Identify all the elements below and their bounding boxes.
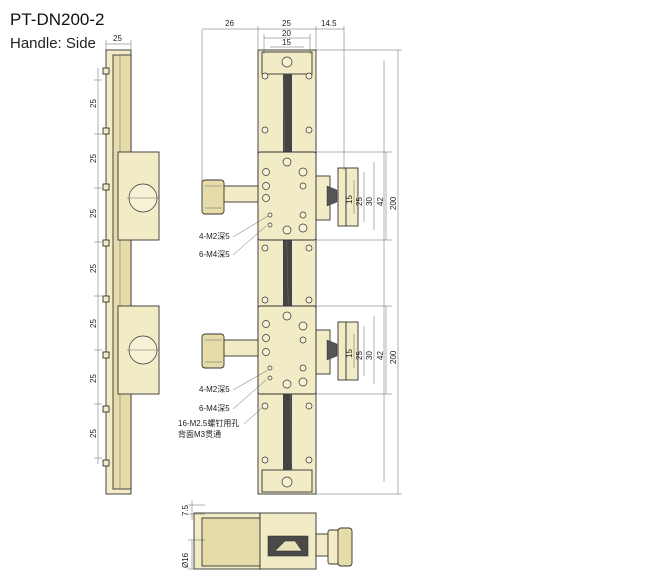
svg-text:15: 15	[345, 195, 354, 204]
svg-text:15: 15	[345, 349, 354, 358]
note-m3: 背面M3贯通	[178, 429, 221, 439]
upper-carriage-dims: 15 25 30 42 200	[316, 151, 398, 241]
model-title: PT-DN200-2	[10, 10, 105, 29]
svg-text:42: 42	[376, 197, 385, 206]
callouts: 4-M2深5 6-M4深5 4-M2深5 6-M4深5 16-M2.5螺钉用孔 …	[178, 215, 269, 439]
dim-knob-dia: Ø16	[181, 552, 190, 568]
top-view: 26 25 14.5 20 15 15 25	[178, 19, 402, 495]
note-m2-upper: 4-M2深5	[199, 232, 230, 241]
note-m4-lower: 6-M4深5	[199, 404, 230, 413]
pitch-dimensions: 25 25 25 25 25 25 25	[89, 99, 98, 438]
note-m25: 16-M2.5螺钉用孔	[178, 418, 239, 428]
dim-end-height: 7.5	[181, 504, 190, 516]
note-m4-upper: 6-M4深5	[199, 250, 230, 259]
svg-text:25: 25	[89, 374, 98, 383]
carriage-upper	[201, 151, 359, 241]
svg-text:25: 25	[89, 154, 98, 163]
svg-text:25: 25	[89, 319, 98, 328]
dim-side-width: 25	[113, 34, 122, 43]
svg-text:25: 25	[89, 429, 98, 438]
svg-text:25: 25	[89, 264, 98, 273]
svg-text:25: 25	[89, 99, 98, 108]
end-handle-knob	[201, 517, 261, 567]
dim-top-left: 26	[225, 19, 234, 28]
svg-text:25: 25	[355, 351, 364, 360]
dim-rail-20: 20	[282, 29, 291, 38]
svg-text:25: 25	[355, 197, 364, 206]
dim-top-right: 14.5	[321, 19, 337, 28]
side-view: 25 25 25 25 25 25 25 25	[89, 34, 160, 495]
rail-holes	[261, 72, 313, 464]
handle-label: Handle: Side	[10, 35, 96, 52]
dim-travel-lower: 200	[389, 350, 398, 364]
end-view: 7.5 Ø16	[181, 500, 353, 570]
dim-top-body: 25	[282, 19, 291, 28]
svg-text:30: 30	[365, 351, 374, 360]
side-rail-inner	[112, 54, 132, 490]
svg-text:42: 42	[376, 351, 385, 360]
carriage-lower	[201, 305, 359, 395]
svg-text:25: 25	[89, 209, 98, 218]
dim-rail-15: 15	[282, 38, 291, 47]
lower-carriage-dims: 15 25 30 42 200	[316, 305, 398, 395]
svg-text:30: 30	[365, 197, 374, 206]
note-m2-lower: 4-M2深5	[199, 385, 230, 394]
dim-travel-upper: 200	[389, 196, 398, 210]
side-bolt-tabs	[102, 67, 110, 467]
